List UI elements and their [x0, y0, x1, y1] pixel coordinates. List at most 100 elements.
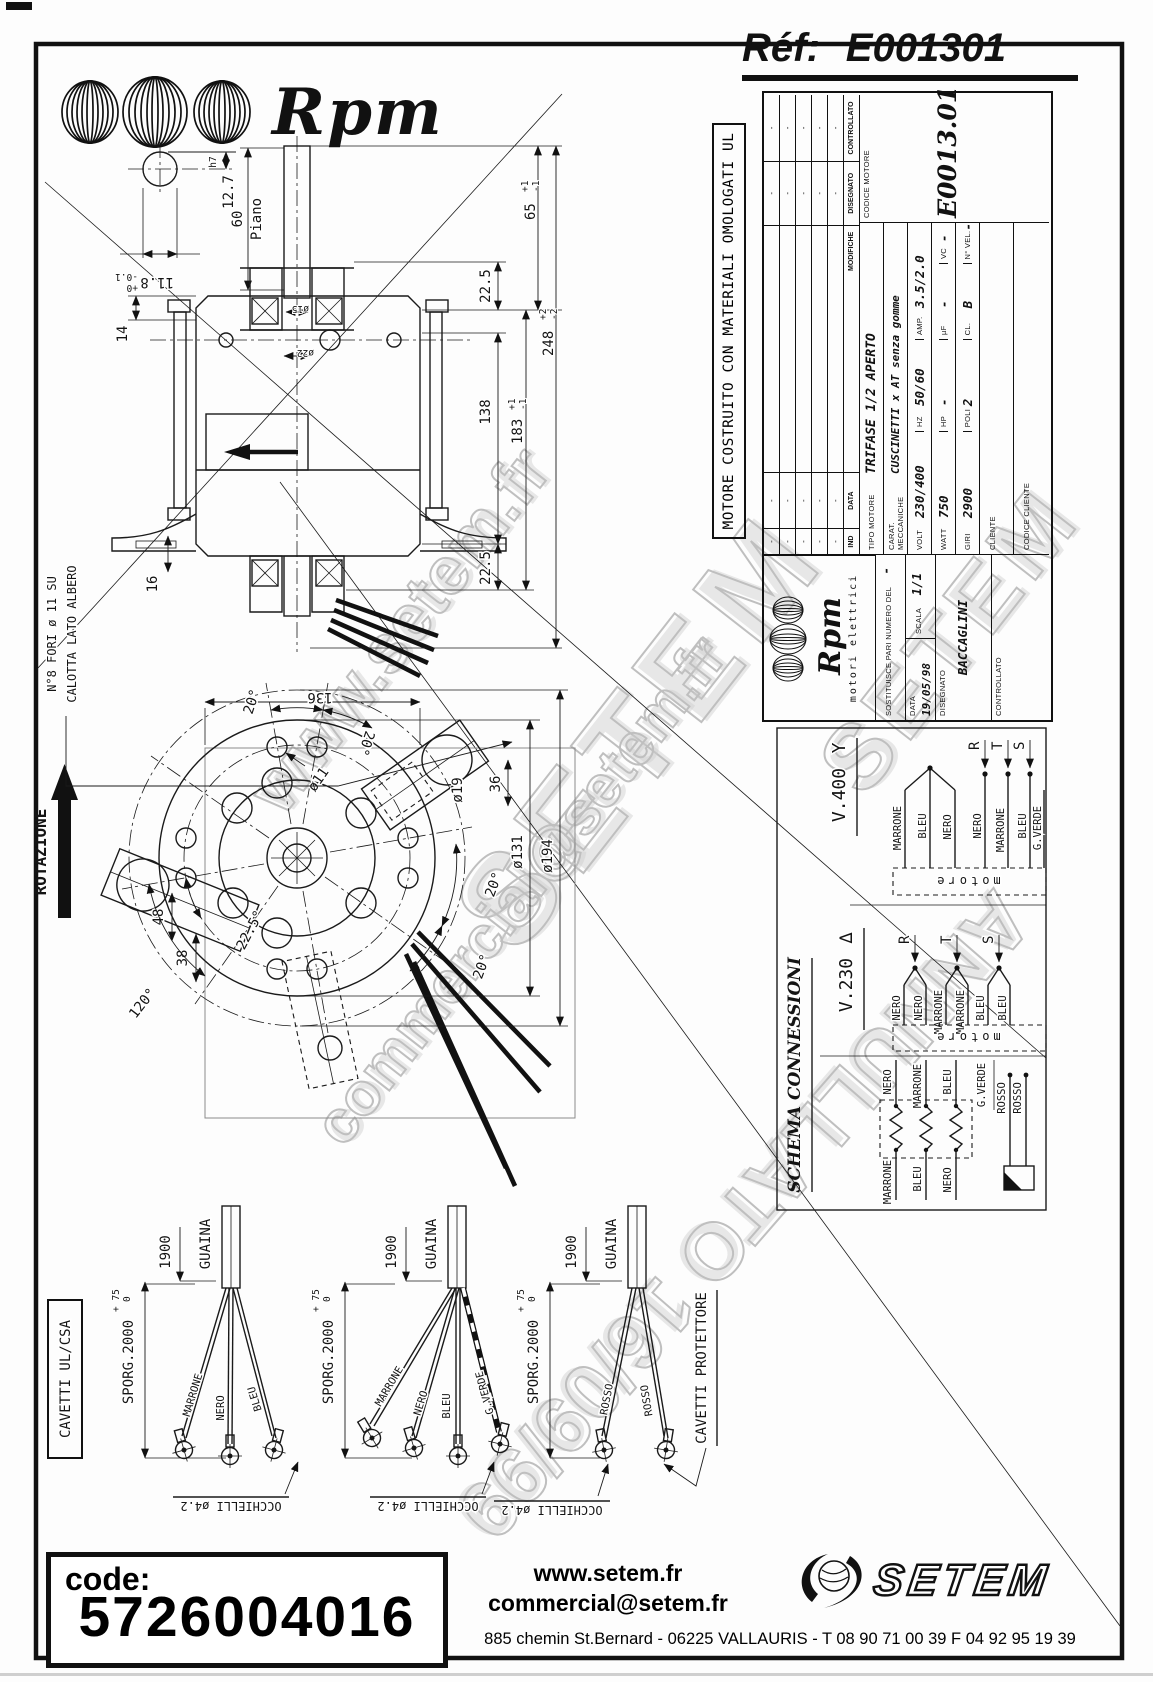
svg-text:248: 248 — [541, 331, 557, 356]
cavetti-ul-csa-label: CAVETTI UL/CSA — [58, 1319, 74, 1438]
cable-group-1: MARRONE NERO BLEU 1900 GUAINA SPORG.2000… — [110, 1205, 299, 1515]
setem-logo-text: SETEM — [869, 1555, 1055, 1607]
rev-header-controllato: CONTROLLATO — [848, 101, 855, 155]
ref-label: Réf: — [742, 26, 820, 70]
wire-label: MARRONE — [933, 990, 945, 1034]
dim-183: 183+1-1 — [506, 397, 530, 445]
dim-o19: ø19 — [450, 777, 466, 802]
watt-value: 750 — [936, 495, 951, 518]
cl-value: B — [960, 300, 975, 309]
rotation-arrow-head — [51, 764, 78, 800]
amp-value: 3.5/2.0 — [912, 255, 927, 308]
rev-cell: - — [780, 528, 795, 554]
nvel-value: - — [960, 223, 975, 231]
hp-value: - — [936, 398, 951, 406]
svg-text:-1: -1 — [531, 180, 542, 192]
codice-cliente-label: CODICE CLIENTE — [1022, 482, 1031, 550]
dim-16: 16 — [145, 576, 161, 593]
wire-label: NERO — [972, 813, 984, 838]
svg-text:65: 65 — [523, 203, 539, 220]
wire-label: G.VERDE — [474, 1370, 497, 1416]
svg-text:-2: -2 — [549, 309, 560, 320]
svg-text:OCCHIELLI ø4.2: OCCHIELLI ø4.2 — [501, 1503, 602, 1517]
dim-20-left: 20° — [241, 687, 264, 716]
rev-cell: - — [780, 472, 795, 529]
dim-11-8: 11.8 +0 -0.1 — [114, 270, 176, 294]
terminal-block-ne — [360, 719, 490, 831]
terminal-s: S — [1012, 742, 1028, 750]
volt-value: 230/400 — [912, 465, 927, 518]
motore-label: motore — [933, 1030, 1000, 1044]
tb-sostituisce: SOSTITUISCE PARI NUMERO DEL - — [876, 555, 906, 720]
note-fori-line1: N°8 FORI ø 11 SU — [45, 576, 59, 692]
rev-cell: - — [799, 126, 808, 130]
dim-o194: ø194 — [540, 839, 556, 873]
svg-text:183: 183 — [510, 419, 526, 444]
tb-data: DATA 19/05/98 — [906, 638, 936, 720]
wire-label: MARRONE — [882, 1160, 894, 1204]
tb-revision-table: ---- ---- ---- ---- ---- IND DATA MODIFI… — [764, 95, 860, 555]
dim-1900: 1900 — [158, 1235, 174, 1269]
rev-header-data: DATA — [844, 472, 860, 529]
rpm-coils-icon — [61, 76, 251, 148]
tb-row-volt: VOLT 230/400 HZ 50/60 AMP. 3.5/2.0 — [908, 223, 932, 555]
dim-38: 38 — [175, 950, 191, 967]
terminal-s: S — [981, 936, 997, 944]
v400-label: V.400 — [829, 768, 850, 822]
rev-cell: - — [796, 160, 811, 225]
dim-20-d: 20° — [470, 952, 494, 981]
wire-label: BLEU — [997, 995, 1009, 1020]
rotazione-label: ROTAZIONE — [31, 809, 50, 896]
rev-cell: - — [831, 126, 840, 130]
wire-label: ROSSO — [639, 1384, 656, 1417]
cable-group-2: MARRONE NERO BLEU G.VERDE 1900 GUAINA SP… — [310, 1205, 518, 1515]
rpm-logo-text: Rpm — [272, 74, 444, 150]
v230-label: V.230 — [836, 958, 857, 1012]
terminal-r: R — [897, 935, 913, 944]
volt-label: VOLT — [915, 529, 924, 550]
schema-title: SCHEMA CONNESSIONI — [785, 956, 805, 1193]
setem-logo: SETEM — [792, 1548, 1055, 1614]
tb-tipo-motore: TIPO MOTORE TRIFASE 1/2 APERTO — [860, 223, 884, 555]
wire-label: NERO — [882, 1069, 894, 1094]
svg-text:+1: +1 — [507, 398, 518, 410]
dim-h7: h7 — [208, 156, 219, 167]
code-box: code: 5726004016 — [46, 1552, 448, 1668]
code-label: code: — [65, 1561, 151, 1597]
wire-label: BLEU — [917, 813, 929, 838]
guaina-label: GUAINA — [198, 1218, 214, 1269]
hp-label: HP — [939, 406, 948, 432]
wire-label: NERO — [942, 814, 954, 839]
dim-1900: 1900 — [384, 1235, 400, 1269]
data-value: 19/05/98 — [920, 663, 933, 716]
dim-136: 136 — [306, 688, 334, 707]
annulment-lines — [37, 93, 1121, 1627]
v230-delta-symbol: ∆ — [836, 932, 857, 944]
protector-symbol — [1004, 1172, 1022, 1190]
dim-12-7: 12.7 — [221, 175, 237, 209]
giri-label: GIRI — [963, 533, 972, 550]
winding-diagram: NERO MARRONE BLEU MARRONE BLEU NERO G.VE… — [879, 1060, 1035, 1206]
controllato-label: CONTROLLATO — [994, 657, 1003, 716]
svg-text:136: 136 — [307, 689, 332, 705]
watt-label: WATT — [939, 528, 948, 550]
title-block: Rpm motori elettrici ---- ---- ---- ----… — [762, 86, 1053, 722]
tb-logo-text: Rpm — [813, 597, 848, 675]
exit-cables — [326, 597, 439, 679]
occhielli-label: OCCHIELLI ø4.2 — [173, 1496, 289, 1515]
v230-pairs — [903, 935, 1011, 1025]
dim-20-c: 20° — [482, 870, 506, 899]
terminal-r: R — [967, 741, 983, 750]
svg-text:+ 75: + 75 — [516, 1289, 527, 1312]
guaina-label: GUAINA — [424, 1218, 440, 1269]
scan-edge — [0, 1673, 1153, 1676]
svg-text:+2: +2 — [538, 309, 549, 320]
rev-cell: - — [764, 472, 779, 529]
svg-text:-0.1: -0.1 — [115, 271, 138, 282]
ul-note: MOTORE COSTRUITO CON MATERIALI OMOLOGATI… — [712, 123, 746, 539]
rev-cell: - — [764, 528, 779, 554]
vc-value: - — [936, 234, 951, 242]
terminal-t: T — [939, 935, 955, 944]
